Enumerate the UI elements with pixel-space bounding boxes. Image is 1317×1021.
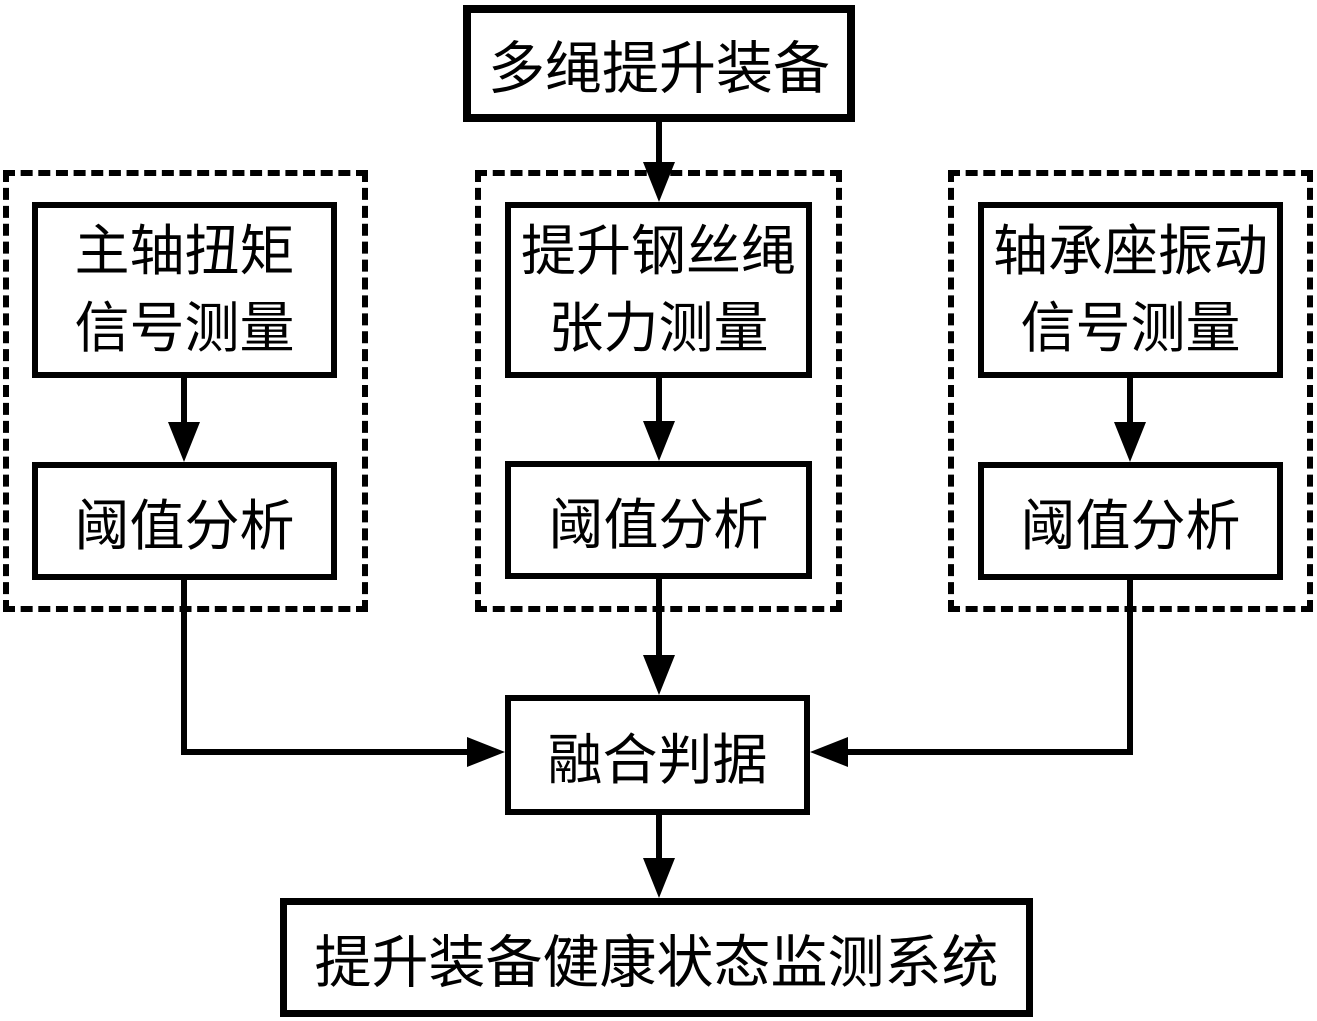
node-label: 阈值分析 [548,495,769,556]
arrow-fusion-to-system-line [656,813,662,859]
arrow-threshold-left-to-fusion-hline [181,749,471,755]
node-health-monitoring-system: 提升装备健康状态监测系统 [280,898,1033,1017]
node-bearing-vibration-signal-measurement: 轴承座振动 信号测量 [978,202,1283,378]
node-label-line2: 信号测量 [1020,298,1241,359]
node-label: 阈值分析 [1020,496,1241,557]
node-multi-rope-hoisting-equipment: 多绳提升装备 [463,5,855,122]
node-label-line1: 轴承座振动 [992,221,1268,282]
node-label: 阈值分析 [74,496,295,557]
node-label-line2: 信号测量 [74,298,295,359]
node-fusion-criterion: 融合判据 [505,695,810,815]
node-threshold-analysis-right: 阈值分析 [978,462,1283,580]
arrow-top-to-tension-line [656,120,662,168]
node-label: 提升装备健康状态监测系统 [314,931,999,995]
arrow-threshold-right-to-fusion-head [810,737,848,767]
arrow-torque-to-threshold-line [181,376,187,424]
arrow-threshold-right-to-fusion-hline [846,749,1133,755]
arrow-vibration-to-threshold-line [1127,376,1133,424]
node-wire-rope-tension-measurement: 提升钢丝绳 张力测量 [505,202,812,378]
arrow-threshold-mid-to-fusion-head [643,655,675,695]
node-label-line1: 主轴扭矩 [74,221,295,282]
arrow-threshold-mid-to-fusion-line [656,577,662,657]
node-threshold-analysis-left: 阈值分析 [32,462,337,580]
arrow-tension-to-threshold-head [643,421,675,461]
arrow-vibration-to-threshold-head [1114,422,1146,462]
arrow-threshold-left-to-fusion-vline [181,578,187,755]
node-spindle-torque-signal-measurement: 主轴扭矩 信号测量 [32,202,337,378]
node-label-line2: 张力测量 [548,298,769,359]
arrow-tension-to-threshold-line [656,376,662,424]
arrow-top-to-tension-head [643,162,675,202]
arrow-threshold-right-to-fusion-vline [1127,578,1133,755]
node-label-line1: 提升钢丝绳 [520,221,796,282]
arrow-torque-to-threshold-head [168,422,200,462]
arrow-fusion-to-system-head [643,858,675,898]
arrow-threshold-left-to-fusion-head [467,737,505,767]
node-threshold-analysis-middle: 阈值分析 [505,461,812,579]
node-label: 多绳提升装备 [488,37,830,101]
node-label: 融合判据 [547,730,768,791]
